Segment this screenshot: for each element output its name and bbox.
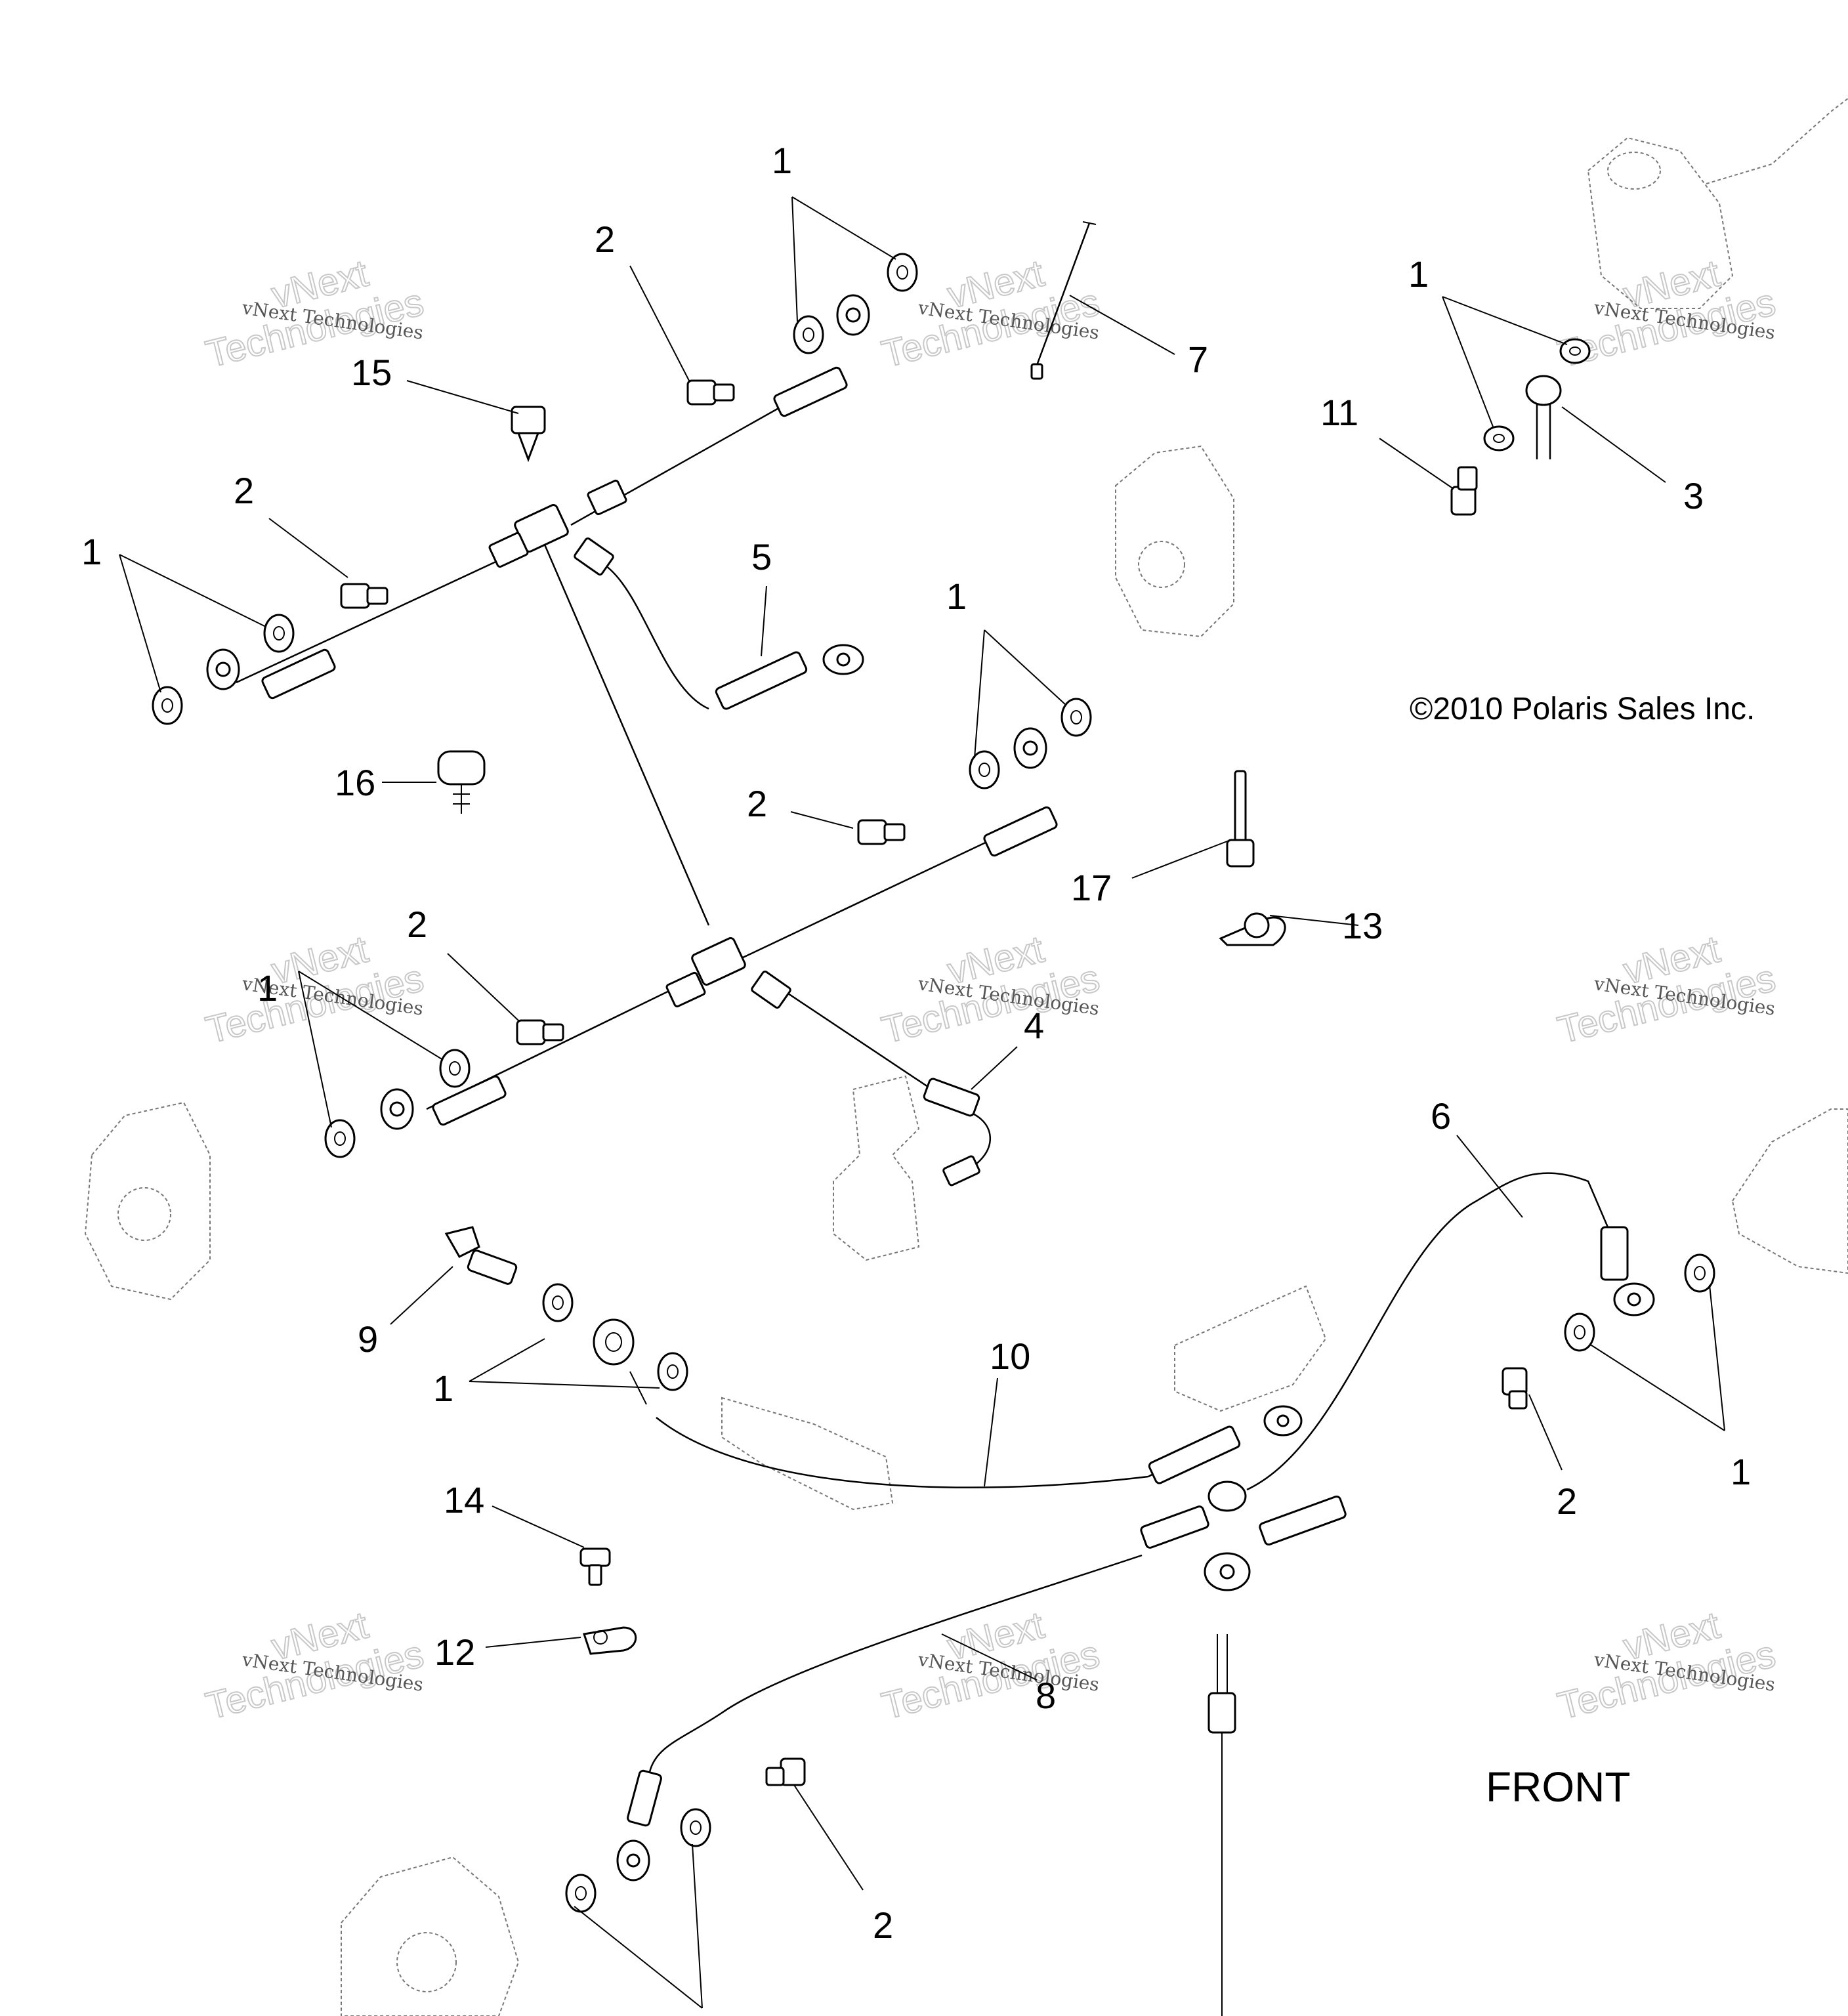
- callout-1: 1: [81, 531, 102, 572]
- rear-hose-vertical-ghost: [1208, 1634, 1236, 2016]
- callout-1: 1: [433, 1368, 453, 1409]
- washers: [152, 253, 1715, 1913]
- watermark-bottom-left: Technologies vNext vNext Technologies: [201, 1603, 428, 1729]
- clamp-13: [1219, 912, 1286, 946]
- tee-fitting-lower: [665, 937, 791, 1009]
- brake-line-6: [1246, 1172, 1609, 1491]
- hose-fitting-upper-left: [206, 648, 336, 700]
- copyright-notice: ©2010 Polaris Sales Inc.: [1410, 692, 1755, 726]
- brake-line-3: [1525, 375, 1562, 459]
- caliper-ghost-left: [84, 1101, 211, 1301]
- hose-fitting-upper-right: [773, 294, 870, 417]
- callout-3: 3: [1683, 475, 1704, 516]
- callout-2: 2: [747, 783, 767, 824]
- callout-5: 5: [751, 536, 772, 578]
- callout-12: 12: [434, 1631, 475, 1673]
- watermark-bottom-right: Technologies vNext vNext Technologies: [1553, 1603, 1780, 1729]
- hose-fitting-8-lower: [616, 1769, 662, 1881]
- rear-master-cylinder-ghost: [721, 1396, 894, 1511]
- brake-line-10: [656, 1417, 1221, 1488]
- callout-17: 17: [1071, 867, 1112, 908]
- callout-1: 1: [772, 140, 792, 181]
- tie-wrap-7: [1030, 363, 1043, 380]
- hose-fitting-10: [1148, 1405, 1303, 1484]
- callout-1: 1: [946, 576, 967, 617]
- watermark-top-left: Technologies vNext vNext Technologies: [201, 251, 428, 377]
- master-cylinder-ghost: [1587, 98, 1848, 309]
- callout-10: 10: [990, 1335, 1030, 1377]
- caliper-ghost-top: [1115, 445, 1234, 638]
- watermark-mid-left: Technologies vNext vNext Technologies: [201, 927, 428, 1053]
- bolt-15: [511, 406, 546, 463]
- callout-1: 1: [1408, 253, 1429, 295]
- callout-9: 9: [358, 1318, 378, 1360]
- proportioning-valve-ghost: [833, 1075, 920, 1261]
- callout-14: 14: [444, 1479, 484, 1521]
- caliper-ghost-bottom: [341, 1856, 520, 2016]
- front-direction-label: FRONT: [1486, 1763, 1630, 1811]
- callout-8: 8: [1036, 1675, 1056, 1716]
- callout-4: 4: [1024, 1005, 1044, 1046]
- fastener-9: [444, 1226, 518, 1285]
- hose-fitting-5: [715, 644, 864, 710]
- hose-fitting-lower-left: [380, 1075, 507, 1130]
- hose-fitting-6: [1600, 1226, 1655, 1316]
- watermark-bottom-mid: Technologies vNext vNext Technologies: [877, 1603, 1104, 1729]
- tee-fitting-upper: [488, 479, 627, 576]
- callout-13: 13: [1342, 905, 1383, 946]
- callout-labels: 1 2 7 15 1 11 3 2 1 5 1 16 2 17 13 2 1 4…: [81, 140, 1751, 1946]
- callout-2: 2: [234, 470, 254, 511]
- distribution-block-ghost: [1174, 1285, 1327, 1412]
- clamp-12: [583, 1626, 637, 1655]
- watermark-top-mid: Technologies vNext vNext Technologies: [877, 251, 1104, 377]
- watermark-mid-right: Technologies vNext vNext Technologies: [1553, 927, 1780, 1053]
- hose-fitting-mid-right: [983, 727, 1058, 857]
- callout-6: 6: [1431, 1095, 1451, 1137]
- hose-fitting-6-lower: [1204, 1495, 1347, 1591]
- callout-2: 2: [407, 904, 427, 945]
- clip-16: [437, 750, 486, 814]
- callout-7: 7: [1188, 339, 1208, 380]
- callout-2: 2: [595, 219, 615, 260]
- callout-15: 15: [351, 352, 392, 393]
- caliper-ghost-right: [1731, 1108, 1848, 1274]
- callout-1: 1: [257, 967, 278, 1009]
- brake-line-7-clip: [1032, 221, 1097, 375]
- hose-fitting-8-upper: [1140, 1480, 1247, 1549]
- brake-line-8: [642, 1554, 1143, 1812]
- rivet-14: [579, 1547, 611, 1586]
- rivet-17: [1226, 770, 1255, 868]
- callout-1: 1: [1731, 1451, 1751, 1492]
- callout-2: 2: [873, 1904, 893, 1946]
- callout-11: 11: [1320, 392, 1358, 433]
- callout-2: 2: [1557, 1480, 1577, 1522]
- leader-lines: [119, 196, 1725, 2009]
- watermark-mid-mid: Technologies vNext vNext Technologies: [877, 927, 1104, 1053]
- callout-16: 16: [335, 762, 375, 803]
- bolts: [340, 379, 1528, 1786]
- hose-fitting-4: [923, 1078, 980, 1186]
